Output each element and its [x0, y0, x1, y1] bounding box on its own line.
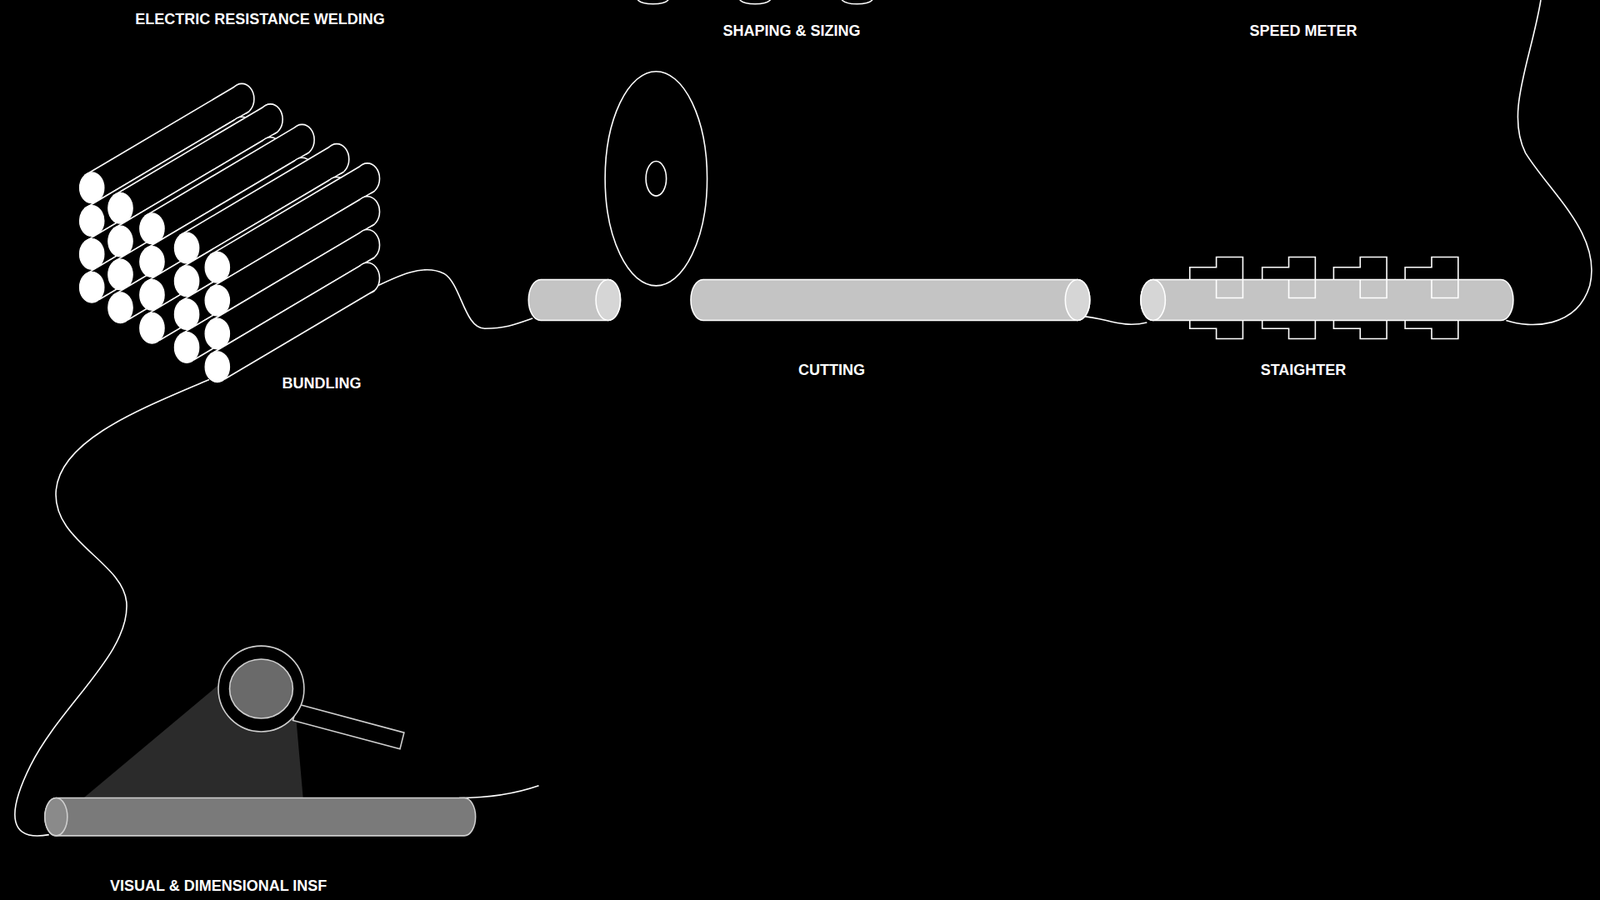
- stage-label: BUNDLING: [282, 374, 362, 393]
- straightener-pipe: [1140, 280, 1514, 321]
- cut-pipe: [690, 280, 1090, 321]
- short-pipe: [528, 280, 620, 321]
- straightener-clamp: [1405, 257, 1459, 340]
- stage-label: SHAPING & SIZING: [722, 21, 860, 40]
- straightener-rollers: [1190, 257, 1459, 340]
- stage-label: VISUAL & DIMENSIONAL INSF: [110, 876, 327, 895]
- straightener-clamp: [1262, 257, 1316, 340]
- stage-label: CUTTING: [798, 360, 865, 380]
- stage-label: SPEED METER: [1249, 21, 1357, 40]
- wire: [459, 785, 540, 799]
- bundle-pipe: [205, 262, 380, 382]
- pipe-bundle: [80, 83, 380, 382]
- wire: [1083, 316, 1147, 325]
- stage-label: STAIGHTER: [1260, 360, 1347, 380]
- inspection: [45, 645, 476, 836]
- roller-arc: [740, 0, 771, 5]
- wire: [369, 270, 533, 330]
- straightener-clamp: [1333, 257, 1387, 340]
- stage-label: ELECTRIC RESISTANCE WELDING: [135, 10, 385, 29]
- roller-arc: [841, 0, 873, 5]
- straightener-clamp: [1190, 257, 1244, 340]
- wire: [1505, 0, 1592, 325]
- shaping-disc: [605, 71, 707, 286]
- roller-arc: [637, 0, 669, 5]
- flow-wire: [15, 0, 1592, 836]
